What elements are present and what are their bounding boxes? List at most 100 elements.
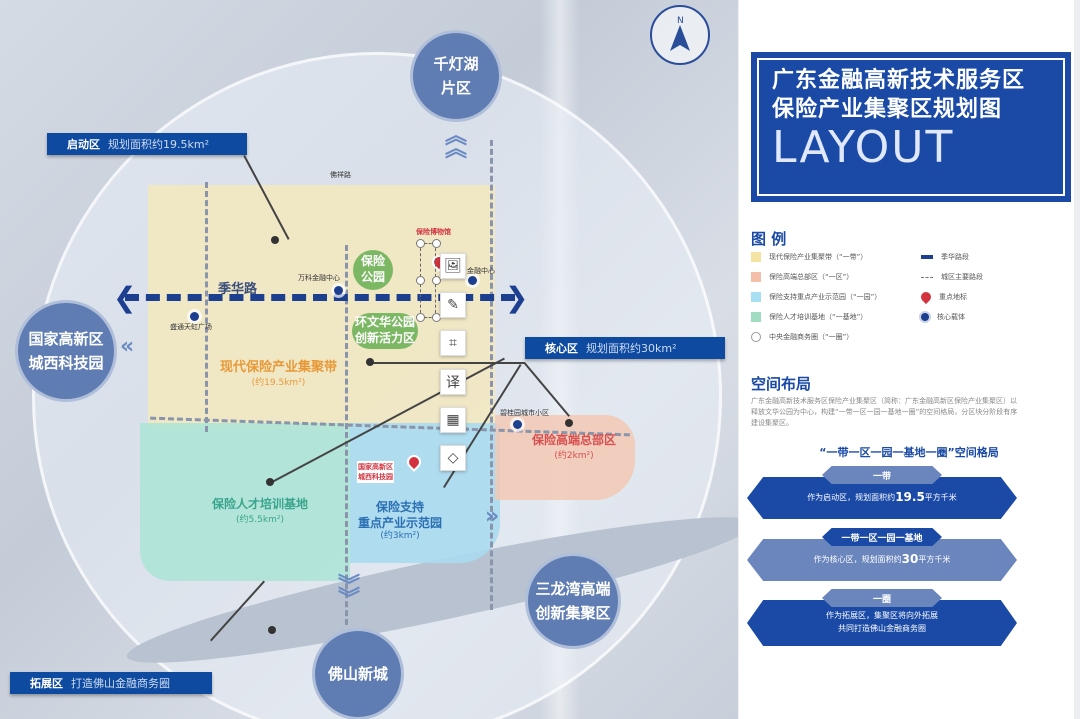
chevrons-down-right-icon: »	[485, 504, 500, 529]
resize-handle[interactable]	[432, 276, 441, 285]
zone-hq-label: 保险高端总部区 (约2km²)	[532, 431, 616, 461]
title-box: 广东金融高新技术服务区 保险产业集聚区规划图 LAYOUT	[751, 52, 1071, 202]
leader-dot	[366, 358, 374, 366]
bar-text: 规划面积约30km²	[586, 342, 677, 355]
card-tag: 一带一区一园一基地	[822, 528, 942, 546]
place-label: 金融中心	[467, 267, 495, 275]
blue-dot-icon	[921, 313, 929, 321]
legend-symbol: 核心载体	[921, 312, 965, 322]
zone-talent	[140, 423, 350, 581]
road	[205, 182, 208, 432]
core-carrier-dot	[468, 276, 477, 285]
legend-item: 中央金融商务圈（“一圈”）	[751, 332, 853, 342]
satellite-qiandenghu: 千灯湖 片区	[410, 30, 502, 122]
edit-image-icon[interactable]: ✎	[440, 292, 466, 318]
zone-area: (约2km²)	[554, 451, 594, 461]
arrow-left-icon: ❮	[113, 281, 137, 314]
zone-name: 保险人才培训基地	[212, 497, 309, 511]
wenhua-park-label: 环文华公园 创新活力区	[352, 313, 418, 349]
eraser-icon[interactable]: ◇	[440, 445, 466, 471]
zone-area: (约3km²)	[380, 531, 420, 542]
road	[490, 140, 493, 610]
leader-line	[370, 362, 525, 364]
card-circle: 作为拓展区，集聚区将向外拓展共同打造佛山金融商务圈	[747, 600, 1017, 646]
card-text: 作为核心区，规划面积约	[813, 554, 902, 564]
resize-handle[interactable]	[416, 276, 425, 285]
card-tag: 一带	[822, 466, 942, 484]
zone-area: (约5.5km²)	[236, 515, 284, 525]
swatch	[751, 272, 761, 282]
legend-label: 城区主要路段	[941, 273, 983, 281]
museum-label: 保险博物馆	[416, 228, 451, 236]
satellite-sanlongwan: 三龙湾高端 创新集聚区	[525, 553, 621, 649]
svg-text:N: N	[677, 16, 684, 26]
zone-name: 保险支持 重点产业示范园	[358, 500, 443, 530]
legend-label: 保险支持重点产业示范园（“一园”）	[769, 293, 882, 301]
legend-item: 保险支持重点产业示范园（“一园”）	[751, 292, 881, 302]
resize-handle[interactable]	[416, 239, 425, 248]
satellite-chengxi: 国家高新区 城西科技园	[15, 300, 117, 402]
card-unit: 平方千米	[924, 492, 957, 502]
card-text: 作为启动区，规划面积约	[807, 492, 896, 502]
legend-item: 现代保险产业集聚带（“一带”）	[751, 252, 867, 262]
bar-text: 规划面积约19.5km²	[108, 138, 209, 151]
legend-label: 重点地标	[939, 293, 967, 301]
place-label: 万科金融中心	[298, 274, 340, 282]
road-name-jihua: 季华路	[218, 282, 258, 297]
chevrons-left-icon: «	[120, 334, 135, 359]
road	[345, 245, 348, 625]
crop-icon[interactable]: ⌗	[440, 330, 466, 356]
zone-name: 现代保险产业集聚带	[220, 360, 338, 375]
legend-label: 保险人才培训基地（“一基地”）	[769, 313, 868, 321]
planning-map: 佛祥路 N 千灯湖 片区 国家高新区 城西科技园 三龙湾高端 创新集聚区 佛山新…	[0, 0, 738, 719]
title-line-2: 保险产业集聚区规划图	[772, 96, 1003, 122]
insurance-park-label: 保险 公园	[353, 250, 393, 290]
info-panel: 广东金融高新技术服务区 保险产业集聚区规划图 LAYOUT 图 例 现代保险产业…	[738, 0, 1080, 719]
resize-handle[interactable]	[432, 239, 441, 248]
bar-title: 启动区	[67, 138, 100, 151]
leader-dot	[268, 626, 276, 634]
layout-paragraph: 广东金融高新技术服务区保险产业集聚区（简称：广东金融高新区保险产业集聚区）以释放…	[751, 397, 1018, 428]
legend-heading: 图 例	[751, 230, 787, 248]
leader-dot	[271, 236, 279, 244]
zone-hq	[495, 415, 635, 500]
tuozhan-label-bar: 拓展区打造佛山金融商务圈	[10, 672, 212, 694]
core-carrier-dot	[334, 286, 343, 295]
jihua-road-arrow	[125, 294, 515, 301]
place-label: 盛通天虹广场	[170, 323, 212, 331]
hexin-label-bar: 核心区规划面积约30km²	[525, 337, 725, 359]
image-icon[interactable]: 🖼	[440, 253, 466, 279]
chevrons-up-icon: ︽︽	[445, 124, 468, 163]
bar-title: 拓展区	[30, 677, 63, 690]
translate-icon[interactable]: 译	[440, 369, 466, 395]
swatch	[751, 252, 761, 262]
leader-dot	[266, 478, 274, 486]
legend-symbol: 城区主要路段	[921, 272, 983, 282]
card-text: 作为拓展区，集聚区将向外拓展	[826, 611, 938, 621]
leader-dot	[565, 419, 573, 427]
pattern-title: “一带一区一园一基地一圈”空间格局	[819, 446, 999, 459]
card-tag: 一圈	[822, 589, 942, 607]
zone-talent-label: 保险人才培训基地 (约5.5km²)	[212, 495, 308, 525]
card-unit: 平方千米	[918, 554, 951, 564]
swatch	[751, 292, 761, 302]
card-number: 30	[901, 552, 919, 567]
pin-icon	[918, 289, 934, 305]
table-extract-icon[interactable]: ▦	[440, 407, 466, 433]
resize-handle[interactable]	[416, 313, 425, 322]
road-label: 佛祥路	[330, 171, 351, 179]
legend-symbol: 重点地标	[918, 289, 967, 305]
legend-item: 保险人才培训基地（“一基地”）	[751, 312, 867, 322]
chengxi-pin-label: 国家高新区 城西科技园	[357, 461, 394, 483]
zone-park-label: 保险支持 重点产业示范园(约3km²)	[358, 500, 442, 543]
title-line-1: 广东金融高新技术服务区	[772, 68, 1026, 93]
zone-area: (约19.5km²)	[251, 378, 306, 388]
bar-text: 打造佛山金融商务圈	[71, 677, 170, 690]
card-number: 19.5	[895, 490, 925, 505]
zone-name: 保险高端总部区	[532, 433, 617, 447]
chevrons-down-icon: ︾︾	[338, 574, 361, 613]
swatch	[751, 312, 761, 322]
circle-icon	[751, 332, 761, 342]
